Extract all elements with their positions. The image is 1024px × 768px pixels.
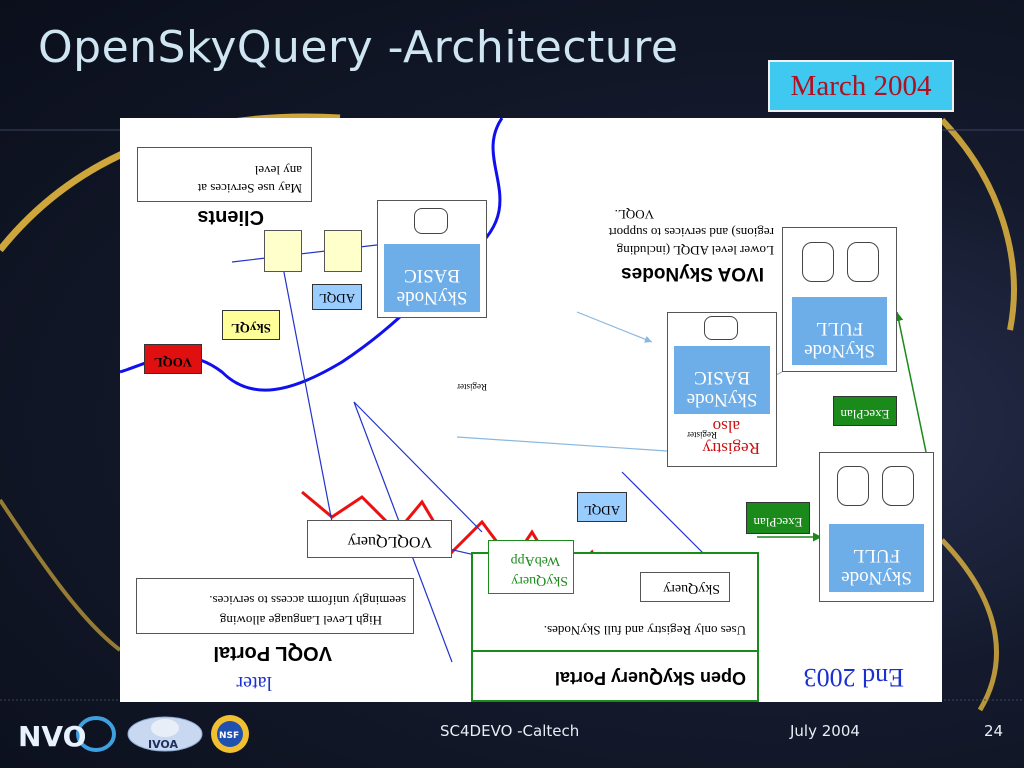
execplan-tag-1: ExecPlan	[833, 396, 897, 426]
database-icon	[802, 242, 834, 282]
voql-query-label: VOQLQuery	[347, 533, 432, 550]
voql-portal-title: VOQL Portal	[213, 642, 332, 664]
footer-date: July 2004	[790, 722, 860, 740]
skynodes-desc-line-2: regions) and services to support	[608, 225, 774, 240]
skynode-full-bottom-label-1: SkyNode	[841, 567, 912, 588]
nvo-logo: NVO	[18, 712, 122, 754]
database-icon	[882, 466, 914, 506]
later-label: later	[236, 672, 272, 694]
skynodes-desc-line-3: VOQL.	[614, 207, 654, 222]
clients-desc-line-1: May use Services at	[197, 181, 302, 196]
voql-desc-line-2: seemingly uniform access to services.	[209, 593, 406, 608]
date-badge: March 2004	[768, 60, 954, 112]
database-icon	[704, 316, 738, 340]
footer-center: SC4DEVO -Caltech	[440, 722, 580, 740]
architecture-diagram: May use Services at any level Clients IV…	[120, 118, 942, 702]
nvo-logo-icon: NVO	[18, 716, 116, 753]
client-computer-2	[324, 230, 362, 272]
adql-tag-mid: ADQL	[577, 492, 627, 522]
execplan-tag-2: ExecPlan	[746, 502, 810, 534]
database-icon	[847, 242, 879, 282]
registry-node-label-1: SkyNode	[686, 389, 758, 410]
skynode-basic-label-1: SkyNode	[396, 287, 468, 308]
webapp-label-1: SkyQuery	[511, 573, 568, 588]
page-number: 24	[984, 722, 1004, 740]
nvo-logo-text: NVO	[18, 720, 86, 753]
voql-tag: VOQL	[144, 344, 202, 374]
database-icon	[837, 466, 869, 506]
adql-tag-top: ADQL	[312, 284, 362, 310]
register-label-2: Register	[687, 430, 717, 440]
webapp-label-2: WebApp	[510, 553, 560, 568]
portal-desc: Uses only Registry and full SkyNodes.	[543, 623, 746, 638]
skynode-basic-panel: SkyNode BASIC	[384, 244, 480, 312]
voql-desc-line-1: High Level Language allowing	[219, 613, 382, 628]
skynode-full-bottom-panel: SkyNode FULL	[829, 524, 924, 592]
database-icon	[414, 208, 448, 234]
skynode-full-top-label-1: SkyNode	[804, 340, 875, 361]
portal-divider	[471, 650, 759, 652]
clients-title: Clients	[197, 206, 264, 228]
skynodes-desc-line-1: Lower level ADQL (including	[616, 243, 774, 258]
skynodes-title: IVOA SkyNodes	[621, 263, 764, 284]
skynode-full-top-label-2: FULL	[815, 318, 864, 339]
end-2003-label: End 2003	[803, 663, 904, 692]
client-computer-1	[264, 230, 302, 272]
portal-title: Open SkyQuery Portal	[554, 668, 746, 688]
nsf-logo-text: NSF	[219, 731, 239, 741]
clients-desc-line-2: any level	[254, 163, 302, 178]
skynode-full-bottom-label-2: FULL	[852, 545, 901, 566]
ivoa-logo-text: IVOA	[148, 738, 178, 751]
registry-node-label-2: BASIC	[694, 367, 750, 388]
slide-title: OpenSkyQuery -Architecture	[38, 22, 679, 73]
registry-node-panel: SkyNode BASIC	[674, 346, 770, 414]
skyql-tag: SkyQL	[222, 310, 280, 340]
nsf-logo-icon: NSF	[211, 715, 249, 753]
skyquery-label: SkyQuery	[663, 581, 720, 596]
diagram-rotated-layer: May use Services at any level Clients IV…	[120, 118, 942, 702]
ivoa-logo-icon: IVOA	[127, 716, 203, 752]
nsf-logo: NSF	[208, 712, 252, 756]
ivoa-logo: IVOA	[126, 714, 204, 754]
skynode-basic-label-2: BASIC	[404, 265, 460, 286]
registry-label: Registry	[702, 439, 760, 458]
register-label-1: Register	[457, 382, 487, 392]
skynode-full-top-panel: SkyNode FULL	[792, 297, 887, 365]
